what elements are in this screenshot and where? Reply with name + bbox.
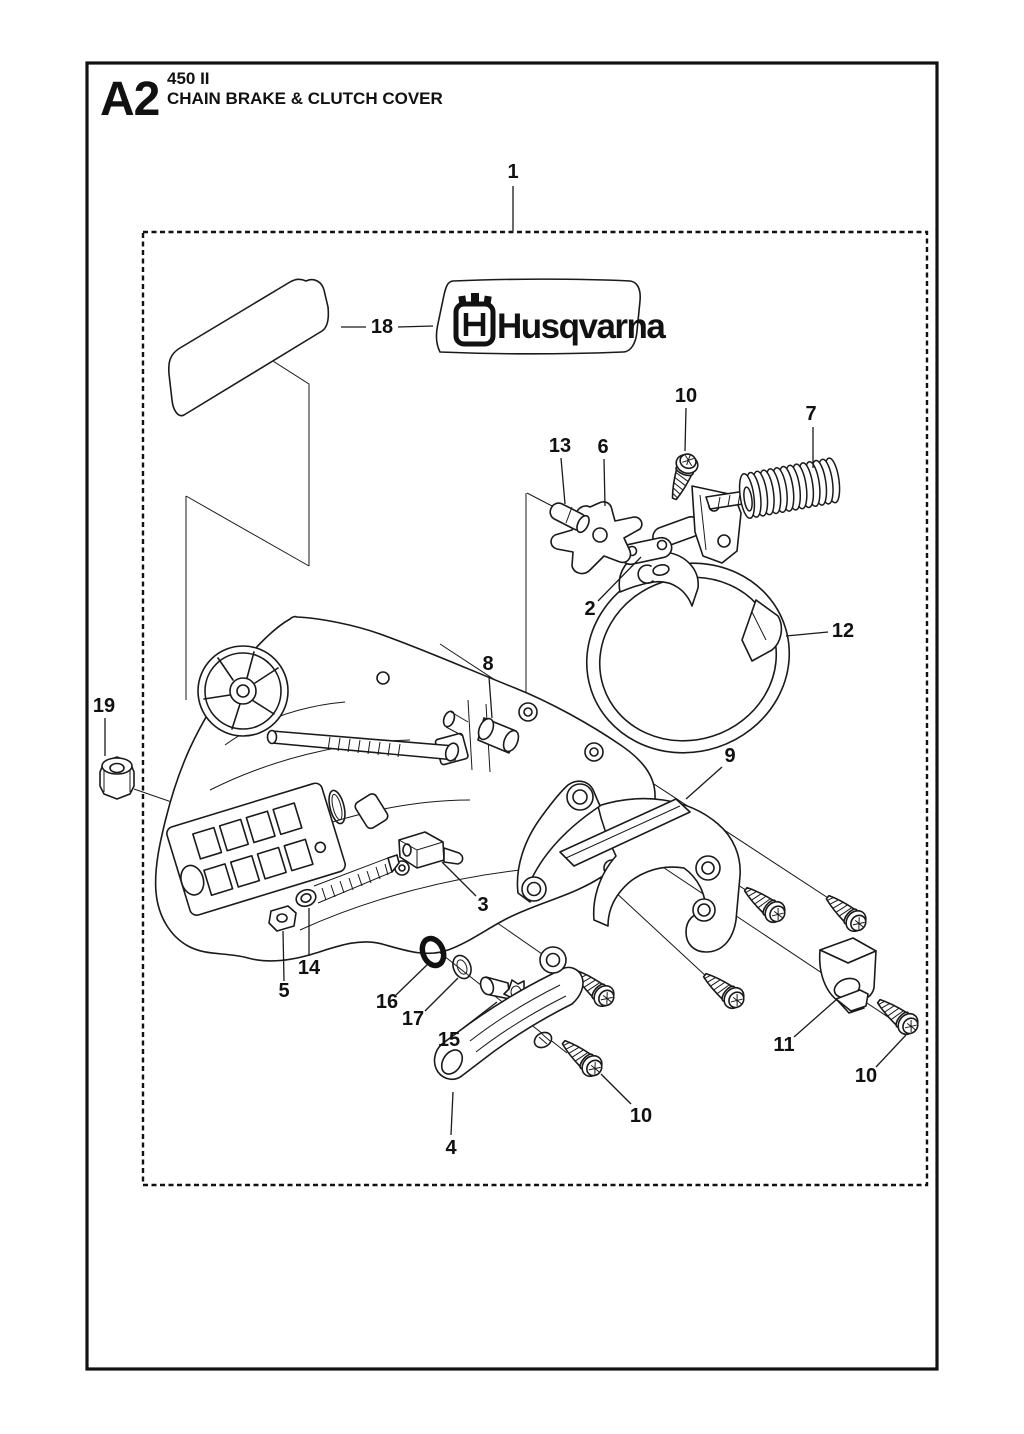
trigger-pin [549, 502, 590, 534]
leader-line [600, 1073, 632, 1105]
leader-line [597, 556, 642, 602]
callout-1: 1 [507, 161, 519, 231]
screw-10-lower-mid [697, 965, 750, 1014]
callout-12: 12 [785, 620, 854, 642]
callout-number: 4 [445, 1137, 457, 1159]
callout-number: 11 [773, 1034, 794, 1056]
callout-5: 5 [278, 930, 290, 1002]
callout-8: 8 [482, 653, 494, 719]
chain-catcher [433, 946, 584, 1081]
leader-line [685, 766, 723, 800]
husqvarna-decal: Husqvarna [435, 278, 668, 355]
leader-line [395, 961, 431, 996]
callout-number: 16 [376, 991, 398, 1013]
callout-number: 5 [278, 980, 289, 1002]
leader-line [603, 458, 606, 507]
o-ring [419, 935, 447, 969]
brake-band [585, 551, 791, 754]
square-nut [268, 905, 297, 932]
leader-line [282, 930, 285, 982]
tensioner-screw [295, 854, 400, 908]
callout-number: 19 [93, 695, 115, 717]
callout-number: 1 [507, 161, 518, 183]
callout-9: 9 [685, 745, 736, 800]
callout-number: 14 [298, 957, 321, 979]
callout-15: 15 [438, 1001, 498, 1051]
callout-10: 10 [855, 1034, 907, 1087]
callout-number: 8 [482, 653, 493, 675]
section-code: A2 [100, 73, 159, 126]
leader-line [397, 325, 434, 328]
callout-number: 15 [438, 1029, 460, 1051]
leader-line [560, 457, 566, 505]
brand-wordmark: Husqvarna [497, 307, 666, 346]
callout-19: 19 [93, 695, 115, 756]
callout-number: 3 [477, 894, 488, 916]
bar-nut [99, 756, 135, 800]
pin-sleeve [442, 710, 520, 754]
screw-10-spike [871, 991, 924, 1040]
adjuster-rod [266, 729, 460, 762]
callout-number: 7 [805, 403, 816, 425]
callout-17: 17 [402, 977, 459, 1030]
callout-4: 4 [445, 1091, 457, 1159]
callout-10: 10 [600, 1073, 652, 1127]
screw-10-guard-right [819, 887, 872, 937]
blank-decal [167, 278, 330, 417]
sprocket-drum [197, 645, 289, 737]
callout-number: 17 [402, 1008, 424, 1030]
page-title: CHAIN BRAKE & CLUTCH COVER [167, 89, 443, 108]
leader-line [424, 977, 459, 1012]
callout-number: 12 [832, 620, 854, 642]
leader-line [441, 861, 477, 897]
callout-number: 10 [675, 385, 697, 407]
screw-10-catcher-bottom [555, 1032, 608, 1082]
callout-18: 18 [341, 316, 434, 338]
e-clip [637, 564, 654, 584]
callout-number: 10 [630, 1105, 652, 1127]
assembly-boundary-box [141, 230, 929, 1187]
leader-line [450, 1091, 454, 1136]
leader-line [785, 631, 829, 637]
tensioner-block [398, 831, 464, 869]
callout-11: 11 [773, 998, 838, 1056]
callout-10: 10 [675, 385, 697, 452]
leader-line [875, 1034, 907, 1068]
leader-line [461, 1001, 498, 1030]
spring-end-curl [743, 486, 753, 512]
leader-line [488, 676, 493, 719]
cover-guard [516, 780, 741, 953]
bumper-spike [818, 937, 877, 1014]
drum-spokes [203, 651, 279, 730]
callout-number: 13 [549, 435, 571, 457]
callout-number: 6 [597, 436, 608, 458]
callout-16: 16 [376, 961, 431, 1013]
callout-number: 18 [371, 316, 393, 338]
callout-13: 13 [549, 435, 571, 505]
page-border [85, 61, 939, 1371]
brake-spring [738, 457, 841, 520]
callout-14: 14 [298, 908, 321, 979]
callout-number: 9 [724, 745, 735, 767]
callout-6: 6 [597, 436, 609, 507]
callout-number: 2 [584, 598, 595, 620]
spring-coil [738, 472, 756, 520]
leader-line [793, 998, 838, 1038]
leader-line [684, 407, 687, 452]
husqvarna-crown-icon [453, 293, 496, 347]
callout-7: 7 [805, 403, 817, 468]
callout-2: 2 [584, 556, 642, 620]
screw-10-guard-left [738, 879, 791, 928]
model-label: 450 II [167, 69, 210, 88]
cover-flange [166, 782, 346, 916]
washer [452, 954, 472, 980]
callout-number: 10 [855, 1065, 877, 1087]
callout-3: 3 [441, 861, 489, 916]
